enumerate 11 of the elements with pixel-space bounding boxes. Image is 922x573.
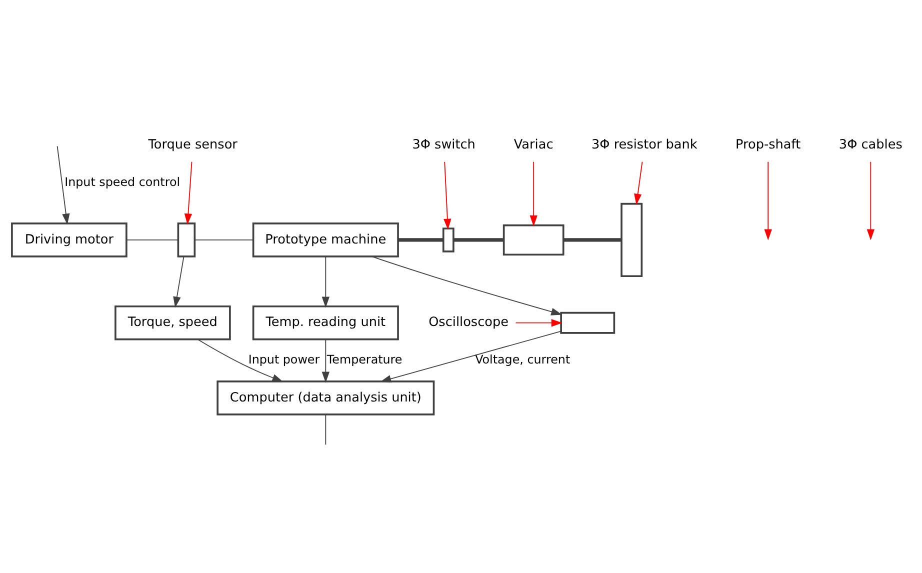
node-text: Prop-shaft <box>736 137 801 152</box>
edge-label: Temperature <box>326 352 402 366</box>
edge-label: Input power <box>248 352 320 366</box>
node-text: 3Φ switch <box>412 137 476 152</box>
node-text: Torque sensor <box>148 137 238 152</box>
edge-label: Voltage, current <box>475 352 570 366</box>
edge-label: Input speed control <box>64 174 180 188</box>
node-text: 3Φ cables <box>838 137 902 152</box>
node-text: 3Φ resistor bank <box>592 137 698 152</box>
node-text: Oscilloscope <box>428 314 509 330</box>
node-text: Variac <box>514 137 554 152</box>
